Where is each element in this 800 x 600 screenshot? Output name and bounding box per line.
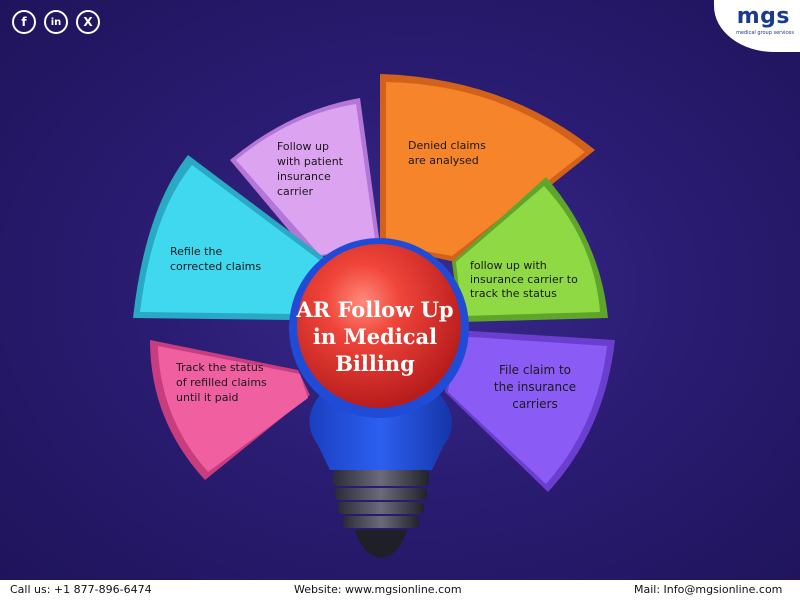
text-line: until it paid bbox=[176, 391, 239, 404]
text-line: carriers bbox=[512, 397, 558, 411]
footer-bar: Call us: +1 877-896-6474 Website: www.mg… bbox=[0, 580, 800, 600]
footer-website-link[interactable]: Website: www.mgsionline.com bbox=[294, 583, 462, 596]
title-line: in Medical bbox=[312, 324, 438, 349]
text-line: File claim to bbox=[498, 363, 572, 377]
title-line: AR Follow Up bbox=[296, 297, 454, 322]
segment-refile-text: Refile the corrected claims bbox=[170, 244, 261, 274]
segment-follow-up-patient-text: Follow up with patient insurance carrier bbox=[277, 139, 343, 199]
segment-orange bbox=[380, 74, 595, 262]
text-line: the insurance bbox=[493, 380, 577, 394]
text-line: carrier bbox=[277, 185, 313, 198]
text-line: Track the status bbox=[176, 361, 264, 374]
segment-file-claim-text: File claim to the insurance carriers bbox=[480, 362, 590, 413]
segment-lavender bbox=[230, 98, 380, 258]
text-line: Refile the bbox=[170, 245, 223, 258]
text-line: of refilled claims bbox=[176, 376, 267, 389]
segment-cyan bbox=[133, 155, 325, 320]
bulb-head bbox=[297, 244, 461, 408]
segment-green bbox=[452, 177, 608, 322]
text-line: insurance bbox=[277, 170, 331, 183]
text-line: with patient bbox=[277, 155, 343, 168]
text-line: are analysed bbox=[408, 154, 479, 167]
x-icon[interactable]: X bbox=[76, 10, 100, 34]
segment-track-status-text: Track the status of refilled claims unti… bbox=[176, 360, 267, 405]
bulb-screw-base bbox=[333, 470, 429, 558]
linkedin-icon[interactable]: in bbox=[44, 10, 68, 34]
segment-purple bbox=[445, 330, 615, 492]
text-line: Follow up bbox=[277, 140, 329, 153]
facebook-icon[interactable]: f bbox=[12, 10, 36, 34]
text-line: follow up with bbox=[470, 259, 547, 272]
bulb-neck bbox=[309, 395, 453, 470]
footer-phone[interactable]: Call us: +1 877-896-6474 bbox=[10, 583, 152, 596]
title-line: Billing bbox=[335, 351, 415, 376]
text-line: insurance carrier to bbox=[470, 273, 578, 286]
segment-follow-up-carrier-text: follow up with insurance carrier to trac… bbox=[470, 259, 578, 301]
text-line: Denied claims bbox=[408, 139, 486, 152]
text-line: track the status bbox=[470, 287, 557, 300]
footer-email-link[interactable]: Mail: Info@mgsionline.com bbox=[634, 583, 783, 596]
logo: mgs bbox=[736, 4, 790, 29]
segment-denied-claims-text: Denied claims are analysed bbox=[408, 138, 486, 168]
segment-pink bbox=[150, 340, 310, 480]
logo-tagline: medical group services bbox=[736, 30, 794, 36]
page-title: AR Follow Up in Medical Billing bbox=[285, 296, 465, 377]
text-line: corrected claims bbox=[170, 260, 262, 273]
